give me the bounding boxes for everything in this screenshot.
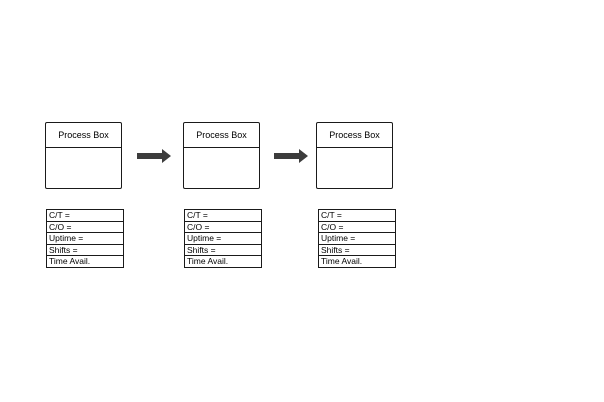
- data-row-time-available: Time Avail.: [187, 256, 229, 266]
- data-box-1[interactable]: C/T = C/O = Uptime = Shifts = Time Avail…: [46, 209, 124, 268]
- process-box-body: [46, 148, 121, 188]
- data-row-changeover: C/O =: [185, 222, 261, 233]
- process-box-title: Process Box: [317, 123, 392, 148]
- process-box-2[interactable]: Process Box: [183, 122, 260, 189]
- data-row-uptime: Uptime =: [319, 233, 395, 245]
- data-row-time-available: Time Avail.: [321, 256, 363, 266]
- data-row-time-available: Time Avail.: [49, 256, 91, 266]
- push-arrow-1: [137, 149, 171, 163]
- data-row-shifts: Shifts =: [319, 245, 395, 256]
- data-row-changeover: C/O =: [47, 222, 123, 233]
- process-box-body: [184, 148, 259, 188]
- data-row-shifts: Shifts =: [47, 245, 123, 256]
- process-box-body: [317, 148, 392, 188]
- process-box-title: Process Box: [46, 123, 121, 148]
- process-box-1[interactable]: Process Box: [45, 122, 122, 189]
- data-row-cycle-time: C/T =: [47, 210, 123, 222]
- process-box-3[interactable]: Process Box: [316, 122, 393, 189]
- data-box-3[interactable]: C/T = C/O = Uptime = Shifts = Time Avail…: [318, 209, 396, 268]
- data-box-2[interactable]: C/T = C/O = Uptime = Shifts = Time Avail…: [184, 209, 262, 268]
- push-arrow-2: [274, 149, 308, 163]
- data-row-cycle-time: C/T =: [319, 210, 395, 222]
- data-row-uptime: Uptime =: [47, 233, 123, 245]
- data-row-shifts: Shifts =: [185, 245, 261, 256]
- process-box-title: Process Box: [184, 123, 259, 148]
- push-arrow-shape: [274, 149, 308, 163]
- push-arrow-shape: [137, 149, 171, 163]
- data-row-changeover: C/O =: [319, 222, 395, 233]
- data-row-cycle-time: C/T =: [185, 210, 261, 222]
- data-row-uptime: Uptime =: [185, 233, 261, 245]
